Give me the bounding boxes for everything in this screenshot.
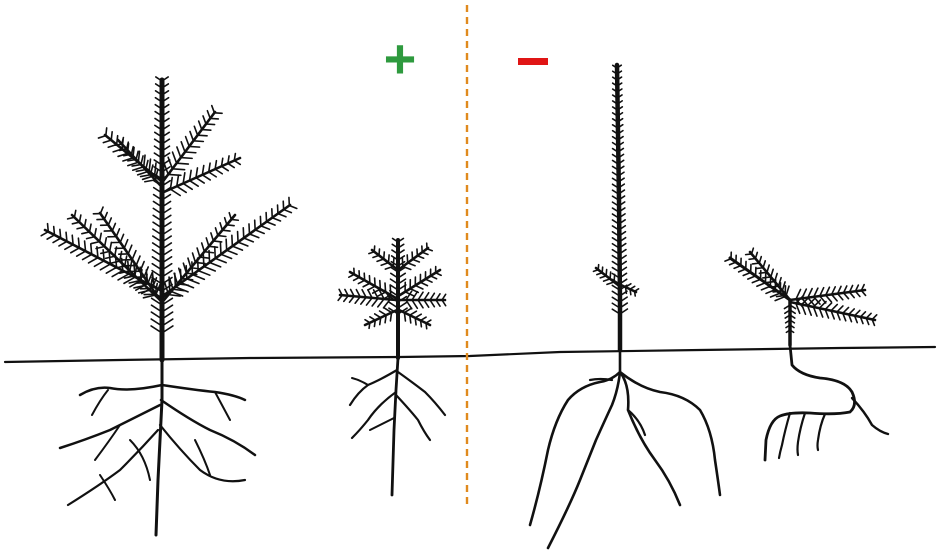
positive-symbol: + <box>384 27 417 90</box>
bent-seedling-crown <box>725 248 877 332</box>
bent-stem-seedling <box>725 248 888 460</box>
tall-seedling-crown <box>593 65 638 320</box>
small-seedling-roots <box>350 358 445 495</box>
ground-line <box>5 347 935 362</box>
large-seedling-roots <box>60 360 255 535</box>
negative-symbol <box>518 58 548 65</box>
negative-symbol-label: − <box>533 71 534 73</box>
small-seedling-crown <box>338 238 446 328</box>
large-balanced-seedling <box>41 77 297 535</box>
tall-spindly-seedling <box>530 65 720 548</box>
small-balanced-seedling <box>338 238 446 495</box>
large-seedling-crown <box>41 77 297 340</box>
bent-seedling-roots <box>765 345 888 460</box>
tall-seedling-roots <box>530 350 720 548</box>
